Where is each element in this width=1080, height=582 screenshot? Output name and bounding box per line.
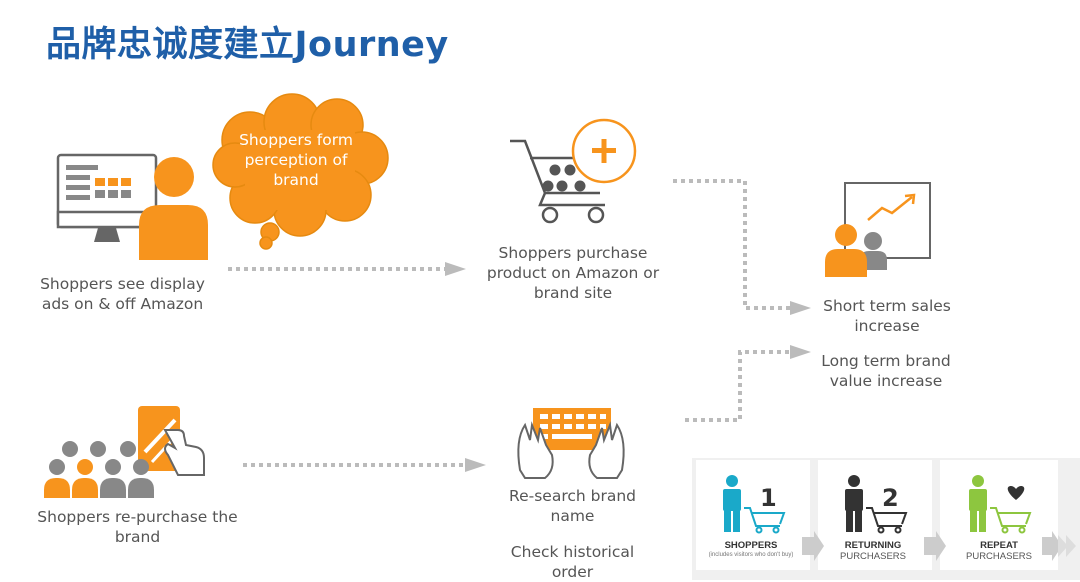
returning-figure-icon: [845, 475, 863, 532]
stage-1-subtitle: (includes visitors who don't buy): [708, 552, 794, 558]
check-order-caption: Check historical order: [510, 543, 635, 581]
stage-1-label: SHOPPERS (includes visitors who don't bu…: [696, 540, 806, 559]
stage-2-title: RETURNING: [844, 540, 902, 551]
growth-chart-icon: [844, 182, 931, 259]
hand-icon: [163, 429, 205, 476]
dotted-arrows: [228, 179, 790, 467]
people-crowd-icon: [44, 441, 154, 498]
shopper-figure-icon: [723, 475, 741, 532]
repeat-figure-icon: [969, 475, 987, 532]
stage-1-title: SHOPPERS: [724, 540, 778, 551]
thought-cloud-icon: [212, 93, 389, 250]
research-caption: Re-search brand name: [509, 487, 636, 525]
purchase-caption: Shoppers purchase product on Amazon or b…: [486, 244, 660, 302]
long-term-caption: Long term brand value increase: [821, 352, 951, 390]
stage-3-subtitle: PURCHASERS: [966, 551, 1032, 562]
monitor-icon: [56, 153, 158, 242]
stage-3-title: REPEAT: [980, 540, 1018, 551]
stage-2-number: 2: [882, 484, 899, 512]
cart-icon-3: [990, 507, 1032, 534]
stage-2-subtitle: PURCHASERS: [840, 551, 906, 562]
cart-icon-2: [866, 507, 908, 534]
stage-1-number: 1: [760, 484, 777, 512]
short-term-caption: Short term sales increase: [823, 297, 951, 335]
stage-2-label: RETURNING PURCHASERS: [818, 540, 928, 562]
plus-icon: [571, 118, 637, 184]
people-group-icon: [825, 224, 887, 277]
thought-bubble-text: Shoppers form perception of brand: [239, 131, 353, 189]
page-title: 品牌忠诚度建立Journey: [46, 25, 449, 65]
display-ads-caption: Shoppers see display ads on & off Amazon: [40, 275, 205, 313]
stage-3-label: REPEAT PURCHASERS: [942, 540, 1056, 562]
heart-icon: [1007, 486, 1025, 500]
cart-icon: [744, 507, 786, 534]
typing-hands-icon: [517, 421, 625, 479]
repurchase-caption: Shoppers re-purchase the brand: [37, 508, 238, 546]
person-icon: [139, 157, 208, 260]
